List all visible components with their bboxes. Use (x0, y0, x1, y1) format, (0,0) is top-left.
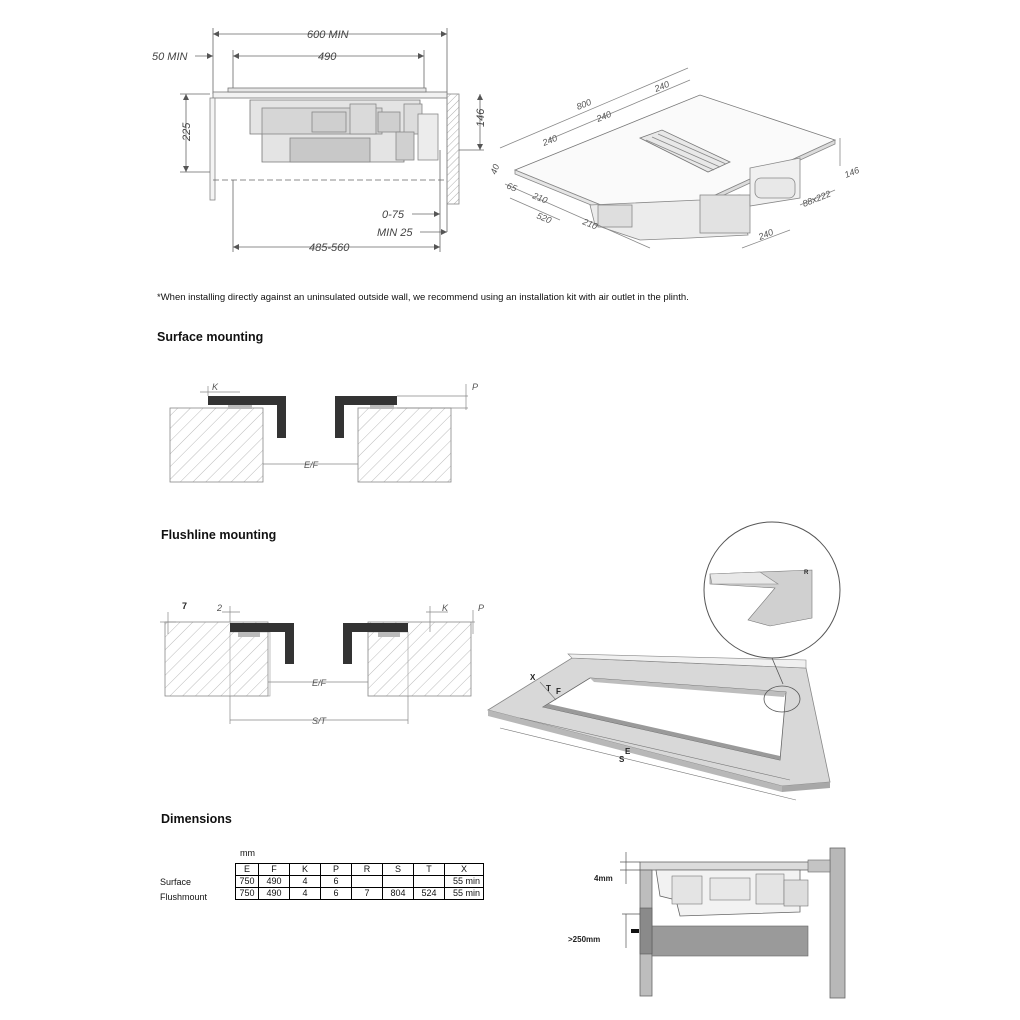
row-label-surface: Surface (160, 877, 192, 887)
side-drawing-arrows (183, 31, 483, 250)
header-cell: K (289, 863, 321, 876)
header-cell: P (320, 863, 352, 876)
dim-225: 225 (181, 122, 193, 142)
iso-dim-210-left: 210 (530, 190, 549, 205)
worktop-cutout-drawing (486, 521, 841, 801)
table-cell (382, 875, 414, 888)
flushline-mounting-drawing (160, 606, 475, 724)
table-cell: 6 (320, 875, 352, 888)
table-cell (351, 875, 383, 888)
worktop-label-t: T (546, 684, 551, 693)
header-cell: S (382, 863, 414, 876)
dim-485-560: 485-560 (309, 242, 350, 254)
section-label-4mm: 4mm (594, 874, 613, 883)
table-row: 750 490 4 6 7 804 524 55 min (235, 887, 484, 900)
iso-dim-65: 65 (505, 181, 519, 194)
table-cell: 55 min (444, 875, 484, 888)
installation-note: *When installing directly against an uni… (157, 292, 689, 303)
flushline-mounting-heading: Flushline mounting (161, 528, 277, 542)
table-cell (413, 875, 445, 888)
table-cell: 524 (413, 887, 445, 900)
surface-label-ef: E/F (304, 460, 319, 470)
side-installation-drawing (180, 28, 484, 252)
surface-mounting-heading: Surface mounting (157, 330, 264, 344)
section-drawing (620, 847, 846, 999)
worktop-label-e: E (625, 747, 631, 756)
flush-label-7: 7 (182, 601, 187, 611)
iso-dim-240-bottom: 240 (756, 227, 775, 242)
table-cell: 750 (235, 875, 259, 888)
flush-label-ef: E/F (312, 678, 327, 688)
surface-label-p: P (472, 382, 478, 392)
table-cell: 804 (382, 887, 414, 900)
iso-dim-520: 520 (535, 211, 553, 226)
dimensions-table: E F K P R S T X 750 490 4 6 55 min 750 4… (235, 863, 484, 900)
table-cell: 7 (351, 887, 383, 900)
worktop-label-f: F (556, 687, 561, 696)
table-cell: 4 (289, 875, 321, 888)
iso-dim-240-top: 240 (652, 79, 671, 94)
table-cell: 750 (235, 887, 259, 900)
dim-min-25: MIN 25 (377, 227, 413, 239)
dim-146-side: 146 (475, 108, 487, 127)
row-label-flushmount: Flushmount (160, 892, 208, 902)
surface-mounting-drawing (169, 384, 468, 483)
table-header-row: E F K P R S T X (235, 863, 484, 876)
magnifier-label-r: R (804, 570, 809, 576)
isometric-hob-drawing (499, 67, 841, 249)
dimensions-unit: mm (240, 848, 255, 858)
surface-label-k: K (212, 382, 219, 392)
table-cell: 6 (320, 887, 352, 900)
dim-50-min: 50 MIN (152, 51, 188, 63)
iso-dim-240-left: 240 (540, 133, 559, 148)
table-cell: 490 (258, 875, 290, 888)
header-cell: R (351, 863, 383, 876)
table-cell: 55 min (444, 887, 484, 900)
table-row: 750 490 4 6 55 min (235, 875, 484, 888)
dim-600-min: 600 MIN (307, 29, 349, 41)
table-cell: 490 (258, 887, 290, 900)
iso-dim-40: 40 (488, 163, 501, 176)
iso-dim-240-mid: 240 (594, 109, 613, 124)
dim-490: 490 (318, 51, 337, 63)
header-cell: T (413, 863, 445, 876)
flush-label-2: 2 (216, 603, 222, 613)
section-label-250mm: >250mm (568, 935, 600, 944)
worktop-label-s: S (619, 755, 625, 764)
table-cell: 4 (289, 887, 321, 900)
iso-dim-146: 146 (843, 165, 861, 180)
dimensions-heading: Dimensions (161, 812, 232, 826)
iso-dim-88x222: 88x222 (801, 189, 832, 209)
flush-label-k: K (442, 603, 449, 613)
header-cell: X (444, 863, 484, 876)
flush-label-p: P (478, 603, 484, 613)
flush-label-st: S/T (312, 716, 328, 726)
dim-0-75: 0-75 (382, 209, 405, 221)
worktop-label-x: X (530, 673, 536, 682)
header-cell: E (235, 863, 259, 876)
header-cell: F (258, 863, 290, 876)
